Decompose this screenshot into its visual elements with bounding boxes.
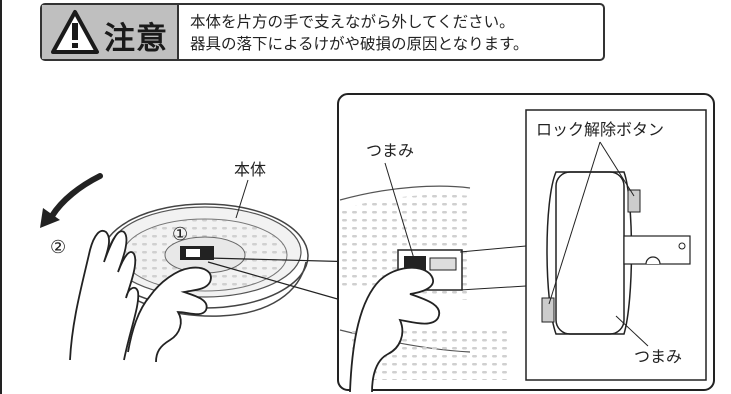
caution-word: 注意 (104, 21, 168, 57)
knob-mechanism-drawing (541, 171, 691, 335)
body-leader-line (235, 179, 249, 219)
lock-release-leader-lines (548, 141, 635, 305)
step-2-label: ② (50, 237, 66, 258)
caution-line-2: 器具の落下によるけがや破損の原因となります。 (190, 35, 529, 53)
right-hand-drawing (127, 266, 212, 363)
caution-label: 注意 (42, 5, 179, 59)
left-margin-rule (0, 0, 2, 394)
body-label: 本体 (234, 160, 266, 179)
lock-release-label: ロック解除ボタン (536, 120, 664, 139)
lock-release-button-top (627, 189, 641, 213)
warning-triangle-icon (51, 10, 99, 54)
rotate-arrow-icon (40, 173, 103, 228)
caution-message: 本体を片方の手で支えながら外してください。 器具の落下によるけがや破損の原因とな… (190, 11, 529, 55)
knob-label-detail: つまみ (634, 347, 682, 366)
step-1-label: ① (172, 224, 188, 245)
lock-release-button-bottom (541, 297, 555, 323)
zoom-projection-lines (207, 257, 363, 307)
left-hand-drawing (69, 230, 140, 361)
inner-projection-lines (459, 245, 527, 291)
caution-line-1: 本体を片方の手で支えながら外してください。 (190, 13, 515, 31)
knob-zoom-leader-line (384, 162, 416, 263)
knob-detail-leader-line (615, 315, 649, 347)
zoomed-knob-view (339, 185, 510, 393)
knob-label-zoom: つまみ (366, 141, 414, 160)
caution-box: 注意 本体を片方の手で支えながら外してください。 器具の落下によるけがや破損の原… (40, 3, 605, 61)
